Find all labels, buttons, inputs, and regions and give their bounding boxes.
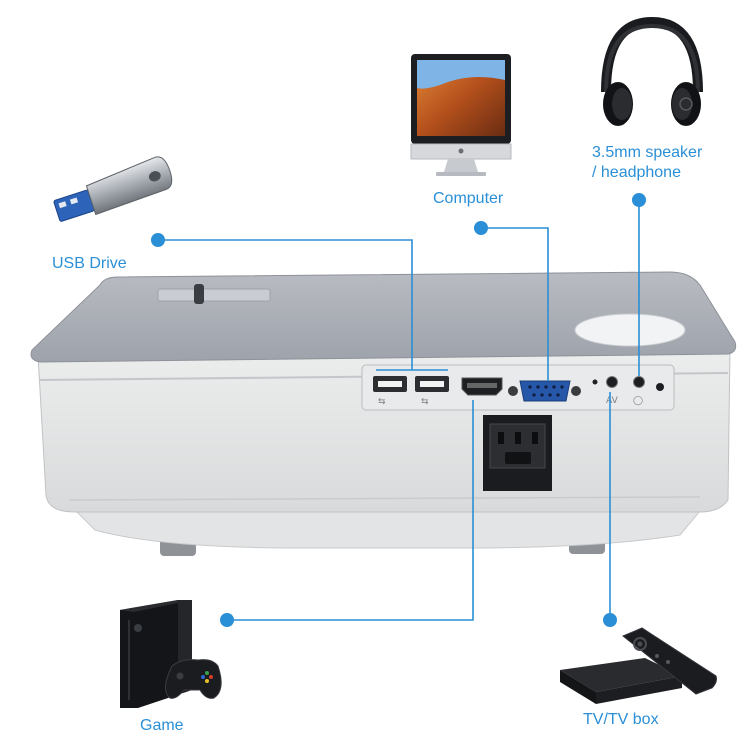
port-panel bbox=[361, 364, 675, 411]
projector-top-recess bbox=[157, 288, 271, 302]
connection-dots bbox=[151, 193, 646, 627]
usb-dot bbox=[151, 233, 165, 247]
speaker-label-line2: / headphone bbox=[592, 164, 681, 181]
connection-lines bbox=[158, 200, 640, 621]
game-console-icon bbox=[120, 600, 222, 708]
svg-text:⇆: ⇆ bbox=[421, 397, 429, 407]
tv-box-label: TV/TV box bbox=[583, 711, 659, 728]
usb-drive-icon bbox=[53, 156, 173, 222]
computer-icon bbox=[410, 54, 512, 176]
computer-dot bbox=[474, 221, 488, 235]
power-socket bbox=[483, 415, 552, 491]
speaker-label-line1: 3.5mm speaker bbox=[592, 144, 703, 161]
game-connection-line bbox=[227, 400, 474, 621]
audio-port bbox=[633, 376, 645, 388]
tv-dot bbox=[603, 613, 617, 627]
usb-port-2 bbox=[415, 376, 449, 392]
hdmi-port bbox=[461, 377, 503, 396]
vga-port bbox=[508, 380, 581, 402]
speaker-dot bbox=[632, 193, 646, 207]
game-dot bbox=[220, 613, 234, 627]
svg-text:◯: ◯ bbox=[633, 396, 643, 406]
projector-lower-seam bbox=[69, 496, 701, 501]
svg-text:AV: AV bbox=[606, 396, 619, 406]
usb-port-1 bbox=[373, 376, 407, 392]
computer-connection-line bbox=[481, 227, 549, 381]
ir-sensor bbox=[592, 379, 598, 385]
computer-label: Computer bbox=[433, 190, 504, 207]
control-keypad bbox=[574, 313, 686, 347]
projector-base bbox=[68, 504, 707, 549]
av-port bbox=[606, 376, 618, 388]
speaker-label: 3.5mm speaker / headphone bbox=[592, 143, 702, 183]
focus-lever bbox=[194, 284, 204, 304]
game-label: Game bbox=[140, 717, 184, 734]
usb-connection-line bbox=[158, 239, 413, 370]
projector-icon: ⇆ ⇆ AV ◯ bbox=[30, 271, 737, 556]
tv-box-icon bbox=[560, 627, 717, 704]
usb-drive-label: USB Drive bbox=[52, 255, 127, 272]
svg-text:⇆: ⇆ bbox=[378, 397, 386, 407]
reset-port bbox=[656, 383, 664, 391]
headphone-icon bbox=[601, 16, 703, 126]
